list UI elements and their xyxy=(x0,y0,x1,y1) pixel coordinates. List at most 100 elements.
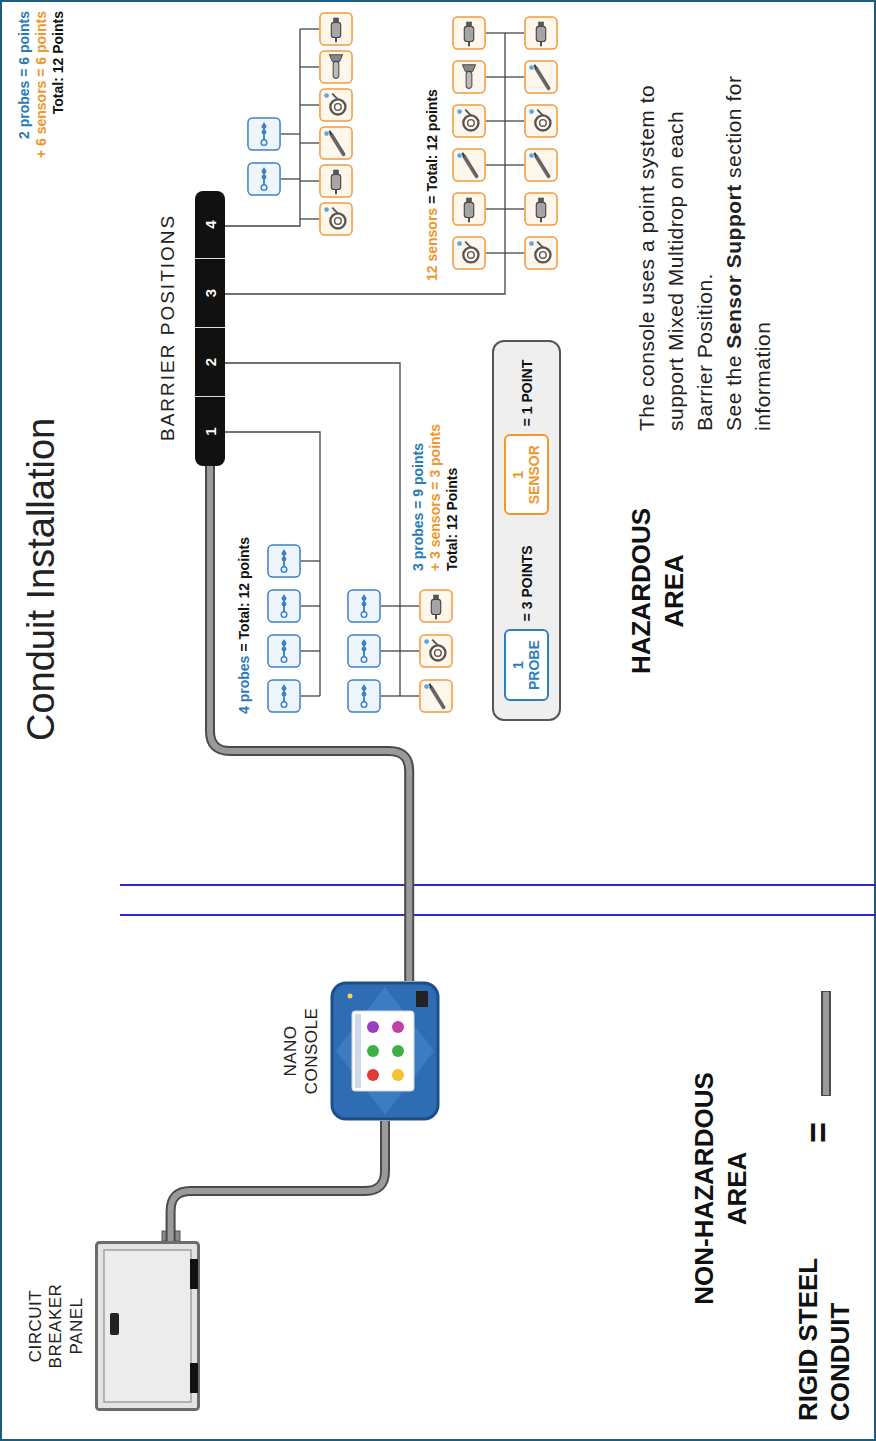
area-boundary xyxy=(120,914,876,916)
leader-line xyxy=(505,252,524,253)
barrier-position: 4 xyxy=(195,191,225,259)
console-outline xyxy=(330,981,440,1121)
barrier-position: 2 xyxy=(195,328,225,397)
conduit-sample xyxy=(823,992,829,1095)
area-label-wrap: NON-HAZARDOUS AREA xyxy=(688,1051,754,1326)
probe-icon xyxy=(268,635,300,667)
key-box: 1 PROBE = 3 POINTS 1 SENSOR = 1 POINT xyxy=(492,340,561,721)
key-label: 1 SENSOR xyxy=(510,445,542,504)
probe-key: 1 PROBE xyxy=(504,629,549,701)
equals-sign: = xyxy=(798,1122,839,1143)
leader-line xyxy=(486,32,505,33)
leader-line xyxy=(225,33,505,294)
key-label: 1 PROBE xyxy=(510,640,542,690)
area-label: HAZARDOUS AREA xyxy=(626,508,689,674)
sensor-icon xyxy=(525,17,557,49)
area-label: NON-HAZARDOUS AREA xyxy=(689,1072,752,1305)
leader-line xyxy=(225,363,400,696)
barrier-heading: BARRIER POSITIONS xyxy=(157,214,178,441)
probe-icon xyxy=(248,118,280,150)
point-count-text: = Total: 12 points xyxy=(236,537,252,651)
sensor-icon xyxy=(525,149,557,181)
sensor-icon xyxy=(525,237,557,269)
point-count: + 6 sensors = 6 points xyxy=(33,11,49,158)
legend-text: RIGID STEEL CONDUIT xyxy=(793,1258,855,1421)
leader-line xyxy=(486,208,505,209)
conduit xyxy=(171,1121,385,1241)
area-label-wrap: HAZARDOUS AREA xyxy=(625,486,691,696)
leader-line xyxy=(300,142,319,143)
point-count-text: + 3 sensors = 3 points xyxy=(427,424,443,571)
probe-icon xyxy=(348,680,380,712)
leader-line xyxy=(301,695,320,696)
leader-line xyxy=(301,650,320,651)
leader-line xyxy=(400,650,419,651)
barrier-heading-wrap: BARRIER POSITIONS xyxy=(157,214,179,441)
sensor-icon xyxy=(525,105,557,137)
probe-icon xyxy=(268,590,300,622)
probe-icon xyxy=(348,635,380,667)
point-count: Total: 12 Points xyxy=(50,11,66,114)
leader-line xyxy=(486,164,505,165)
diagram-title: Conduit Installation xyxy=(20,418,63,741)
barrier-number: 2 xyxy=(202,358,219,366)
sensor-icon xyxy=(420,635,452,667)
point-count-text: + 6 sensors = 6 points xyxy=(33,11,49,158)
sensor-key: 1 SENSOR xyxy=(504,434,549,515)
leader-line xyxy=(381,605,400,606)
equals-wrap: = xyxy=(798,1122,840,1143)
sensor-icon xyxy=(320,51,352,83)
point-count-text: 4 probes xyxy=(236,656,252,714)
breaker-panel: CIRCUIT BREAKER PANEL xyxy=(95,1241,200,1411)
sensor-icon xyxy=(320,203,352,235)
leader-line xyxy=(301,560,320,561)
probe-icon xyxy=(268,680,300,712)
point-count: 3 probes = 9 points xyxy=(410,443,426,571)
sensor-icon xyxy=(453,193,485,225)
point-count-text: Total: 12 Points xyxy=(50,11,66,114)
sensor-icon xyxy=(525,193,557,225)
note-block: The console uses a point system to suppo… xyxy=(632,59,777,431)
conduit-sample xyxy=(821,991,831,1096)
point-count: 12 sensors= Total: 12 points xyxy=(424,89,440,281)
point-count: Total: 12 Points xyxy=(444,468,460,571)
conduit-inner xyxy=(171,1121,385,1241)
leader-line xyxy=(505,120,524,121)
sensor-icon xyxy=(320,13,352,45)
barrier-number: 4 xyxy=(202,220,219,228)
note-text: The console uses a point system to suppo… xyxy=(635,85,716,431)
barrier-position: 3 xyxy=(195,259,225,328)
leader-line xyxy=(281,133,300,134)
leader-line xyxy=(300,66,319,67)
point-count-text: 3 probes = 9 points xyxy=(410,443,426,571)
panel-outline xyxy=(95,1241,200,1411)
barrier-position: 1 xyxy=(195,397,225,466)
sensor-icon xyxy=(320,89,352,121)
leader-line xyxy=(400,605,419,606)
sensor-icon xyxy=(453,149,485,181)
leader-line xyxy=(300,28,319,29)
key-value: = 3 POINTS xyxy=(519,545,535,621)
barrier-number: 1 xyxy=(202,427,219,435)
probe-icon xyxy=(248,163,280,195)
probe-icon xyxy=(268,545,300,577)
key-value: = 1 POINT xyxy=(519,360,535,427)
note-emphasis: Sensor Support xyxy=(722,184,745,349)
point-count-text: 2 probes = 6 points xyxy=(16,11,32,139)
point-count-text: Total: 12 Points xyxy=(444,468,460,571)
node-label-wrap: CIRCUIT BREAKER PANEL xyxy=(26,1221,87,1431)
conduit-inner xyxy=(210,466,409,981)
leader-line xyxy=(505,76,524,77)
node-label: CIRCUIT BREAKER PANEL xyxy=(26,1284,87,1369)
note-line: See theSensor Supportsection for informa… xyxy=(719,59,777,431)
leader-line xyxy=(300,180,319,181)
point-count-text: 12 sensors xyxy=(424,208,440,281)
leader-line xyxy=(225,29,300,226)
legend-entry: RIGID STEEL CONDUIT xyxy=(792,1211,856,1421)
sensor-icon xyxy=(453,61,485,93)
sensor-icon xyxy=(453,105,485,137)
leader-line xyxy=(301,605,320,606)
area-boundary xyxy=(120,884,876,886)
point-count: + 3 sensors = 3 points xyxy=(427,424,443,571)
